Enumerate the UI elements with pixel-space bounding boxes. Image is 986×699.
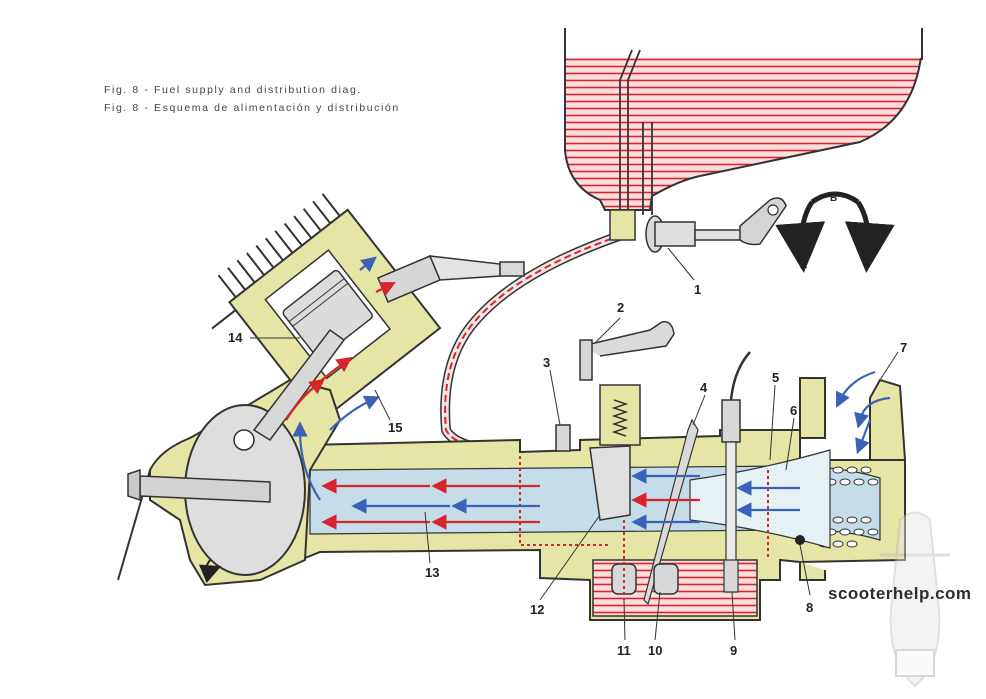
crankcase — [117, 328, 346, 587]
label-12: 12 — [530, 602, 545, 617]
label-13: 13 — [425, 565, 440, 580]
fuel-tank — [564, 28, 923, 211]
tank-pipes — [619, 49, 653, 215]
label-7: 7 — [900, 340, 908, 355]
direction-b: B — [830, 193, 838, 204]
flow-arrows — [285, 256, 891, 530]
cylinder-head — [211, 193, 442, 422]
engine-housing — [299, 377, 907, 621]
label-3: 3 — [543, 355, 551, 370]
label-11: 11 — [617, 643, 631, 658]
label-4: 4 — [700, 380, 708, 395]
direction-c: C — [870, 244, 878, 255]
fuel-tap — [645, 197, 787, 253]
tap-rotation-arrows — [775, 191, 895, 273]
leader-lines — [250, 247, 899, 641]
label-5: 5 — [772, 370, 780, 385]
label-14: 14 — [228, 330, 243, 345]
label-6: 6 — [790, 403, 798, 418]
caption-english: Fig. 8 - Fuel supply and distribution di… — [104, 84, 362, 96]
label-9: 9 — [730, 643, 738, 658]
scooter-silhouette-icon — [880, 511, 950, 688]
label-2: 2 — [617, 300, 625, 315]
label-15: 15 — [388, 420, 403, 435]
caption-spanish: Fig. 8 - Esquema de alimentación y distr… — [104, 102, 400, 114]
arrow-a-icon — [775, 200, 826, 273]
label-10: 10 — [648, 643, 663, 658]
label-1: 1 — [694, 282, 702, 297]
carburettor-internals — [519, 321, 805, 606]
watermark-text: scooterhelp.com — [828, 584, 972, 603]
arrow-c-icon — [844, 200, 895, 273]
label-8: 8 — [806, 600, 814, 615]
direction-a: A — [800, 260, 808, 271]
